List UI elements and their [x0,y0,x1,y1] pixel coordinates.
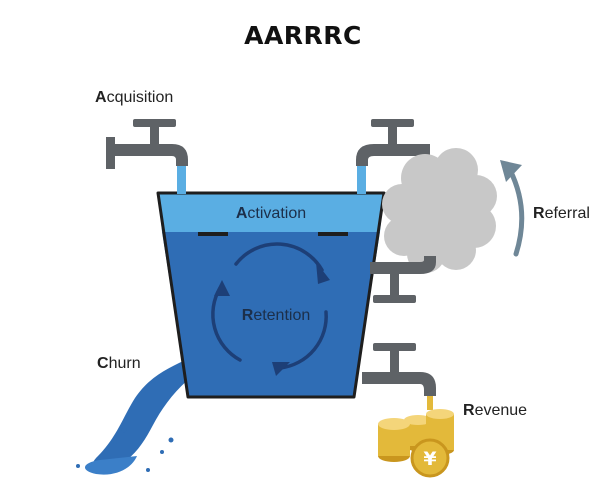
referral-water-stream [357,166,366,194]
acquisition-water-stream [177,166,186,194]
label-referral: Referral [533,205,590,222]
referral-cloud-icon [382,148,497,273]
referral-faucet-icon [356,119,430,166]
label-acquisition: Acquisition [95,89,173,106]
coin-yen-symbol: ¥ [423,448,436,470]
retention-arrowheads [214,262,330,376]
label-retention: Retention [242,307,311,324]
label-revenue: Revenue [463,402,527,419]
revenue-faucet-icon [362,343,436,410]
diagram-title: AARRRC [244,21,362,50]
revenue-coins-icon: ¥ [378,409,454,478]
bucket [156,191,386,399]
referral-arrow-icon [500,160,525,257]
acquisition-faucet-icon [106,119,188,169]
label-churn: Churn [97,355,141,372]
retention-faucet-icon [370,256,436,303]
retention-cycle-arrows-icon [211,242,328,370]
label-activation: Activation [236,205,306,222]
churn-water-spill [76,357,199,475]
